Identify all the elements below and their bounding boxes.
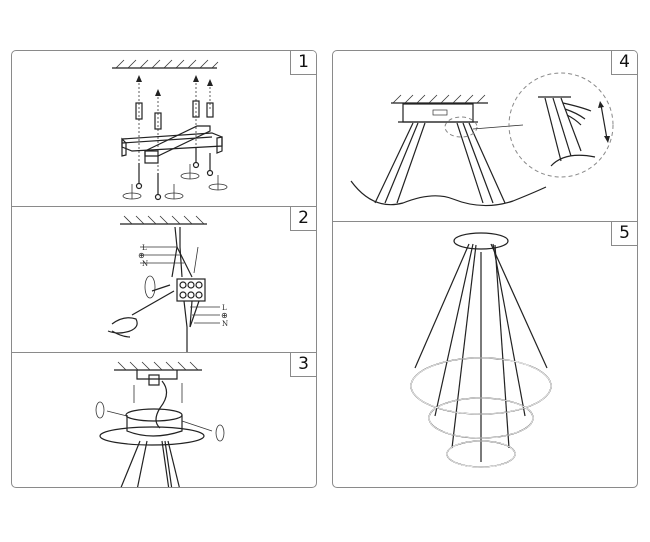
canopy-attachment-illustration [95, 361, 225, 487]
step-number: 5 [611, 222, 637, 246]
step-number: 2 [290, 207, 316, 231]
wiring-illustration: L ⊕ N L ⊕ N [107, 215, 228, 352]
label-L-top: L [142, 244, 147, 252]
step-number: 3 [290, 353, 316, 377]
height-adjustment-illustration [350, 72, 614, 207]
left-column: 1 [11, 50, 317, 488]
right-column: 4 5 [332, 50, 638, 488]
label-L-bottom: L [222, 304, 227, 312]
label-N-top: N [142, 260, 148, 268]
completed-chandelier-illustration [410, 232, 552, 468]
step-3-panel: 3 [12, 352, 316, 487]
step-1-panel: 1 [12, 51, 316, 206]
label-earth-top: ⊕ [138, 251, 145, 260]
label-N-bottom: N [222, 320, 228, 328]
step-number: 4 [611, 51, 637, 75]
step-2-panel: 2 L ⊕ N [12, 206, 316, 352]
step-number: 1 [290, 51, 316, 75]
step-5-panel: 5 [333, 221, 637, 487]
step-4-panel: 4 [333, 51, 637, 221]
bracket-mounting-illustration [112, 59, 228, 201]
label-earth-bottom: ⊕ [221, 311, 228, 320]
